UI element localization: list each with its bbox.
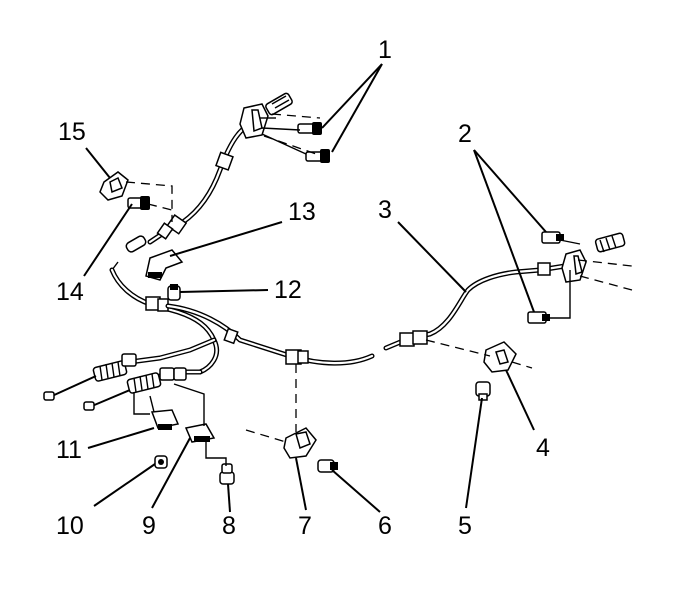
callout-13: 13 [288, 198, 316, 226]
clip-7 [283, 427, 317, 459]
bolt-1a [297, 122, 322, 135]
bolt-1b [305, 149, 330, 163]
callout-12: 12 [274, 276, 302, 304]
callout-3: 3 [378, 196, 392, 224]
clip-15 [99, 171, 129, 201]
bolt-2a [541, 231, 564, 244]
bolt-14 [127, 196, 150, 210]
callout-4: 4 [536, 434, 550, 462]
callout-11: 11 [56, 436, 82, 464]
callout-14: 14 [56, 278, 84, 306]
clip-4 [483, 341, 517, 373]
leader-lines [83, 63, 547, 513]
bolt-5 [475, 381, 491, 401]
front-cable-main [165, 262, 568, 366]
right-rear-bracket [561, 232, 626, 283]
clip-11 [150, 409, 180, 430]
callout-9: 9 [142, 512, 156, 540]
callout-7: 7 [298, 512, 312, 540]
front-cable-ends [43, 337, 217, 411]
callout-2: 2 [458, 120, 472, 148]
clip-9 [184, 423, 216, 443]
callout-1: 1 [378, 36, 392, 64]
bolt-10 [154, 455, 168, 469]
bolt-8 [219, 463, 235, 485]
bolt-12 [167, 284, 181, 301]
callout-8: 8 [222, 512, 236, 540]
callout-5: 5 [458, 512, 472, 540]
clip-13 [145, 249, 184, 281]
bolt-6 [317, 459, 338, 473]
callout-6: 6 [378, 512, 392, 540]
callout-15: 15 [58, 118, 86, 146]
bracket-lines [133, 239, 581, 466]
alignment-lines [125, 113, 633, 443]
callout-10: 10 [56, 512, 84, 540]
callout-labels: 1 2 3 4 5 6 7 8 9 10 11 12 13 14 15 [56, 36, 550, 540]
left-rear-bracket [239, 92, 293, 139]
